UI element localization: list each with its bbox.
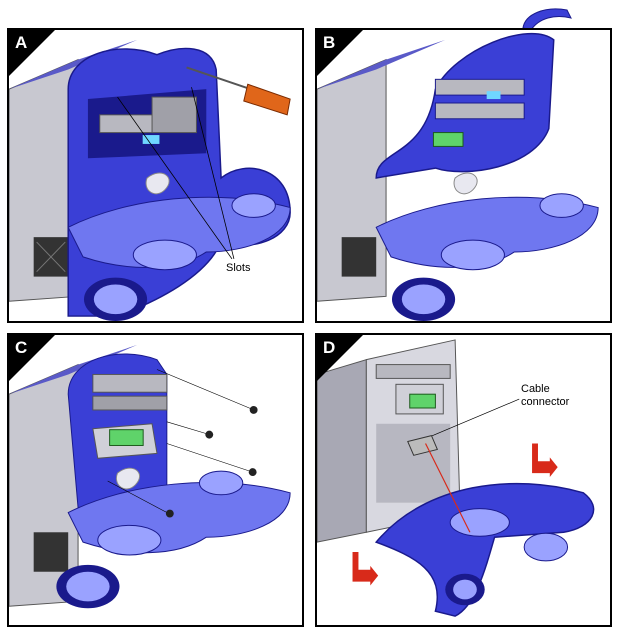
bezel-overflow-top <box>522 8 572 30</box>
bezel-illustration-b <box>317 32 599 321</box>
slots-label: Slots <box>226 262 251 274</box>
panel-d-corner-tab <box>317 335 363 381</box>
screwdriver-icon <box>186 66 291 116</box>
panel-a: A Slots <box>7 28 304 323</box>
bezel-illustration-d <box>317 339 595 617</box>
panel-a-letter: A <box>15 33 28 52</box>
panel-b-letter: B <box>323 33 336 52</box>
cable-connector-line2: connector <box>521 396 570 408</box>
screw-icon <box>107 369 258 518</box>
panel-c-letter: C <box>15 338 28 357</box>
cable-connector-line1: Cable <box>521 383 550 395</box>
red-arrow-icon <box>352 443 558 586</box>
panel-a-corner-tab <box>9 30 55 76</box>
panel-d-letter: D <box>323 338 336 357</box>
panel-d: D Cable connector <box>315 333 612 627</box>
panel-c-corner-tab <box>9 335 55 381</box>
bezel-illustration-c <box>9 344 291 609</box>
bezel-illustration-a <box>9 39 291 321</box>
panel-b: B <box>315 28 612 323</box>
panel-b-corner-tab <box>317 30 363 76</box>
cable-connector-label: Cable connector <box>521 383 569 409</box>
panel-c: C <box>7 333 304 627</box>
